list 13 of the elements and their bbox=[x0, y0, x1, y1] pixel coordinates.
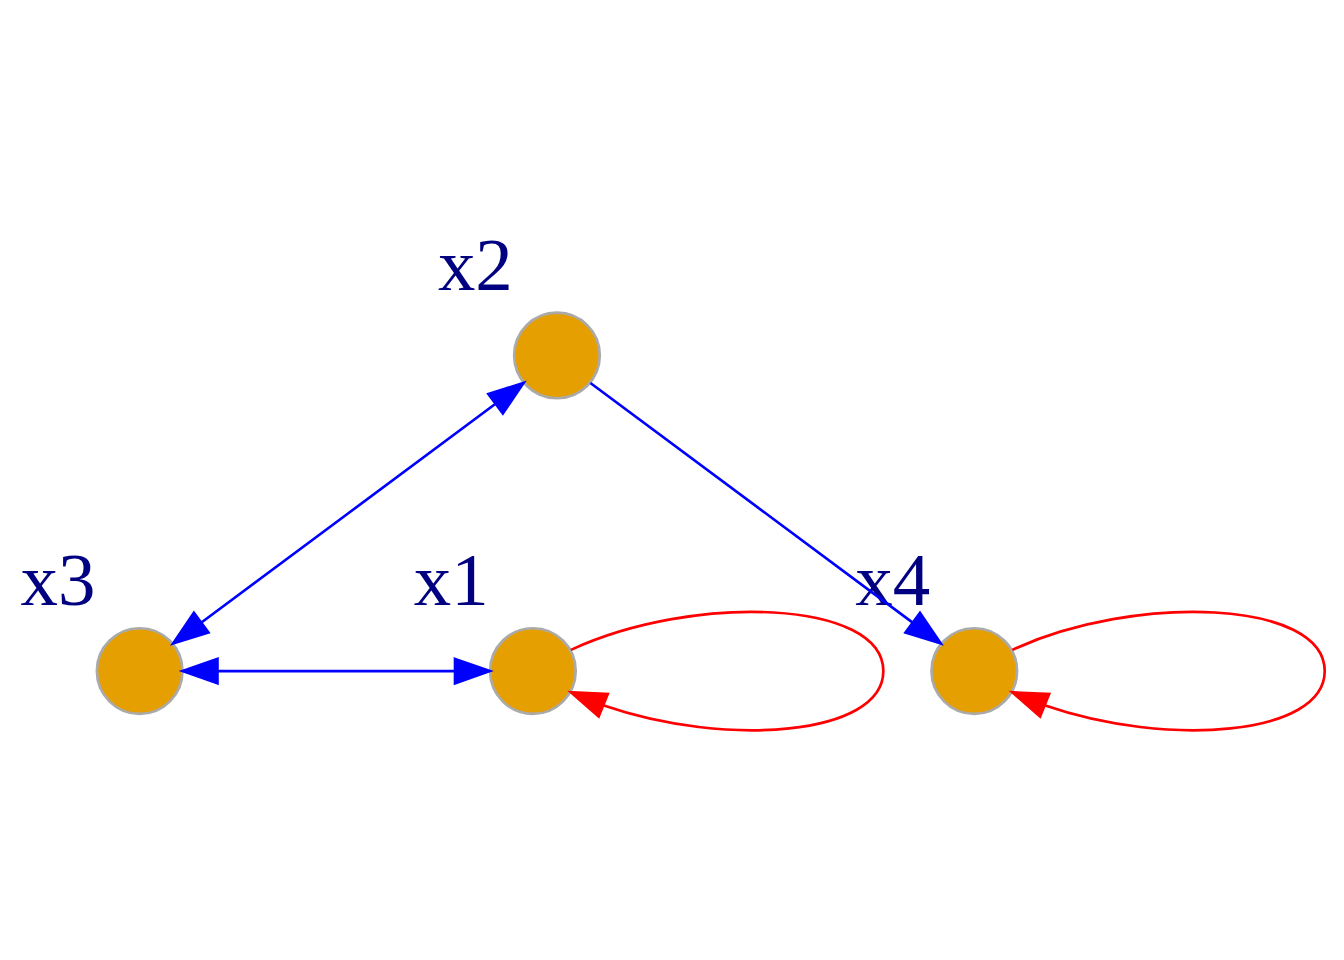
node-circle bbox=[95, 626, 184, 715]
node-label: x4 bbox=[855, 537, 931, 621]
node-circle bbox=[930, 626, 1019, 715]
node-label: x2 bbox=[437, 222, 513, 306]
node-circle bbox=[512, 310, 602, 400]
arrow bbox=[178, 656, 494, 685]
arrow bbox=[1008, 610, 1327, 731]
arrow bbox=[170, 380, 527, 646]
arrow bbox=[567, 610, 885, 731]
node-circle bbox=[488, 626, 578, 715]
arrow bbox=[589, 381, 944, 646]
node-label: x1 bbox=[413, 537, 489, 621]
node-label: x3 bbox=[20, 537, 96, 621]
